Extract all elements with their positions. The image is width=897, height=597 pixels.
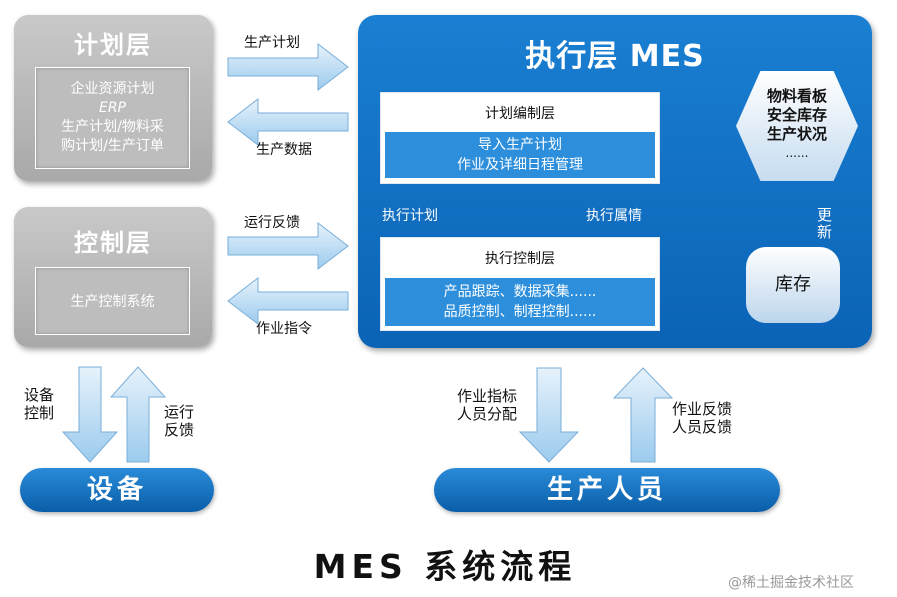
control-layer-box: 控制层 生产控制系统 — [14, 207, 212, 347]
hex-line-1: 物料看板 — [766, 87, 827, 105]
device-feedback-label-1: 运行 — [164, 403, 195, 421]
exec-control-layer-box: 执行控制层 产品跟踪、数据采集...... 品质控制、制程控制...... — [380, 237, 660, 331]
device-feedback-arrow — [109, 366, 167, 463]
production-plan-label: 生产计划 — [244, 35, 300, 51]
exec-control-layer-body: 产品跟踪、数据采集...... 品质控制、制程控制...... — [385, 278, 655, 326]
staff-up-label: 作业反馈 人员反馈 — [672, 400, 732, 436]
planning-layer-body: 导入生产计划 作业及详细日程管理 — [385, 132, 655, 178]
device-control-label-1: 设备 — [24, 386, 55, 404]
production-data-arrow — [227, 97, 349, 147]
plan-layer-box: 计划层 企业资源计划 ERP 生产计划/物料采 购计划/生产订单 — [14, 15, 212, 181]
staff-pill: 生产人员 — [434, 468, 780, 512]
planning-layer-box: 计划编制层 导入生产计划 作业及详细日程管理 — [380, 92, 660, 184]
device-control-arrow — [61, 366, 119, 463]
planning-layer-title: 计划编制层 — [485, 106, 555, 122]
device-control-label-2: 控制 — [24, 404, 55, 422]
material-board-hexagon: 物料看板 安全库存 生产状况 ...... — [736, 71, 858, 181]
mes-panel: 执行层 MES 计划编制层 导入生产计划 作业及详细日程管理 执行计划 执行属情… — [358, 15, 872, 348]
run-feedback-label: 运行反馈 — [244, 215, 300, 231]
hex-line-2: 安全库存 — [766, 106, 827, 124]
plan-layer-title: 计划层 — [74, 31, 152, 59]
hex-line-4: ...... — [785, 146, 809, 160]
staff-up-label-1: 作业反馈 — [672, 400, 733, 418]
plan-line-3: 生产计划/物料采 — [61, 119, 164, 135]
control-line-2: 品质控制、制程控制...... — [443, 304, 597, 320]
exec-status-label: 执行属情 — [586, 208, 642, 224]
mes-title: 执行层 MES — [525, 39, 705, 74]
exec-control-layer-title: 执行控制层 — [485, 251, 555, 267]
plan-line-erp: ERP — [98, 100, 126, 116]
equipment-pill: 设备 — [20, 468, 214, 512]
plan-line-erp-cn: 企业资源计划 — [70, 81, 155, 97]
update-label-1: 更 — [817, 206, 833, 224]
stock-box: 库存 — [746, 247, 840, 323]
planning-line-2: 作业及详细日程管理 — [457, 157, 583, 173]
watermark: @稀土掘金技术社区 — [728, 575, 854, 591]
exec-plan-label: 执行计划 — [382, 208, 438, 224]
work-instruction-label: 作业指令 — [256, 321, 312, 337]
device-control-label: 设备 控制 — [24, 386, 54, 422]
device-feedback-label-2: 反馈 — [164, 421, 195, 439]
planning-line-1: 导入生产计划 — [478, 137, 562, 153]
staff-down-label: 作业指标 人员分配 — [457, 387, 517, 423]
work-instruction-arrow — [227, 276, 349, 326]
device-feedback-label: 运行 反馈 — [164, 403, 194, 439]
run-feedback-arrow — [227, 221, 349, 271]
staff-down-label-1: 作业指标 — [457, 387, 518, 405]
production-data-label: 生产数据 — [256, 142, 312, 158]
update-label: 更 新 — [817, 207, 832, 241]
plan-line-4: 购计划/生产订单 — [61, 138, 164, 154]
staff-down-arrow — [518, 367, 580, 463]
hex-line-3: 生产状况 — [766, 125, 827, 143]
control-layer-title: 控制层 — [74, 229, 152, 257]
diagram-caption: MES 系统流程 — [313, 547, 577, 586]
control-line-1: 产品跟踪、数据采集...... — [443, 284, 597, 300]
control-layer-inner: 生产控制系统 — [35, 267, 190, 335]
staff-up-label-2: 人员反馈 — [672, 418, 733, 436]
production-plan-arrow — [227, 42, 349, 92]
staff-down-label-2: 人员分配 — [457, 405, 518, 423]
update-label-2: 新 — [817, 223, 833, 241]
staff-up-arrow — [612, 367, 674, 463]
plan-layer-inner: 企业资源计划 ERP 生产计划/物料采 购计划/生产订单 — [35, 67, 190, 169]
